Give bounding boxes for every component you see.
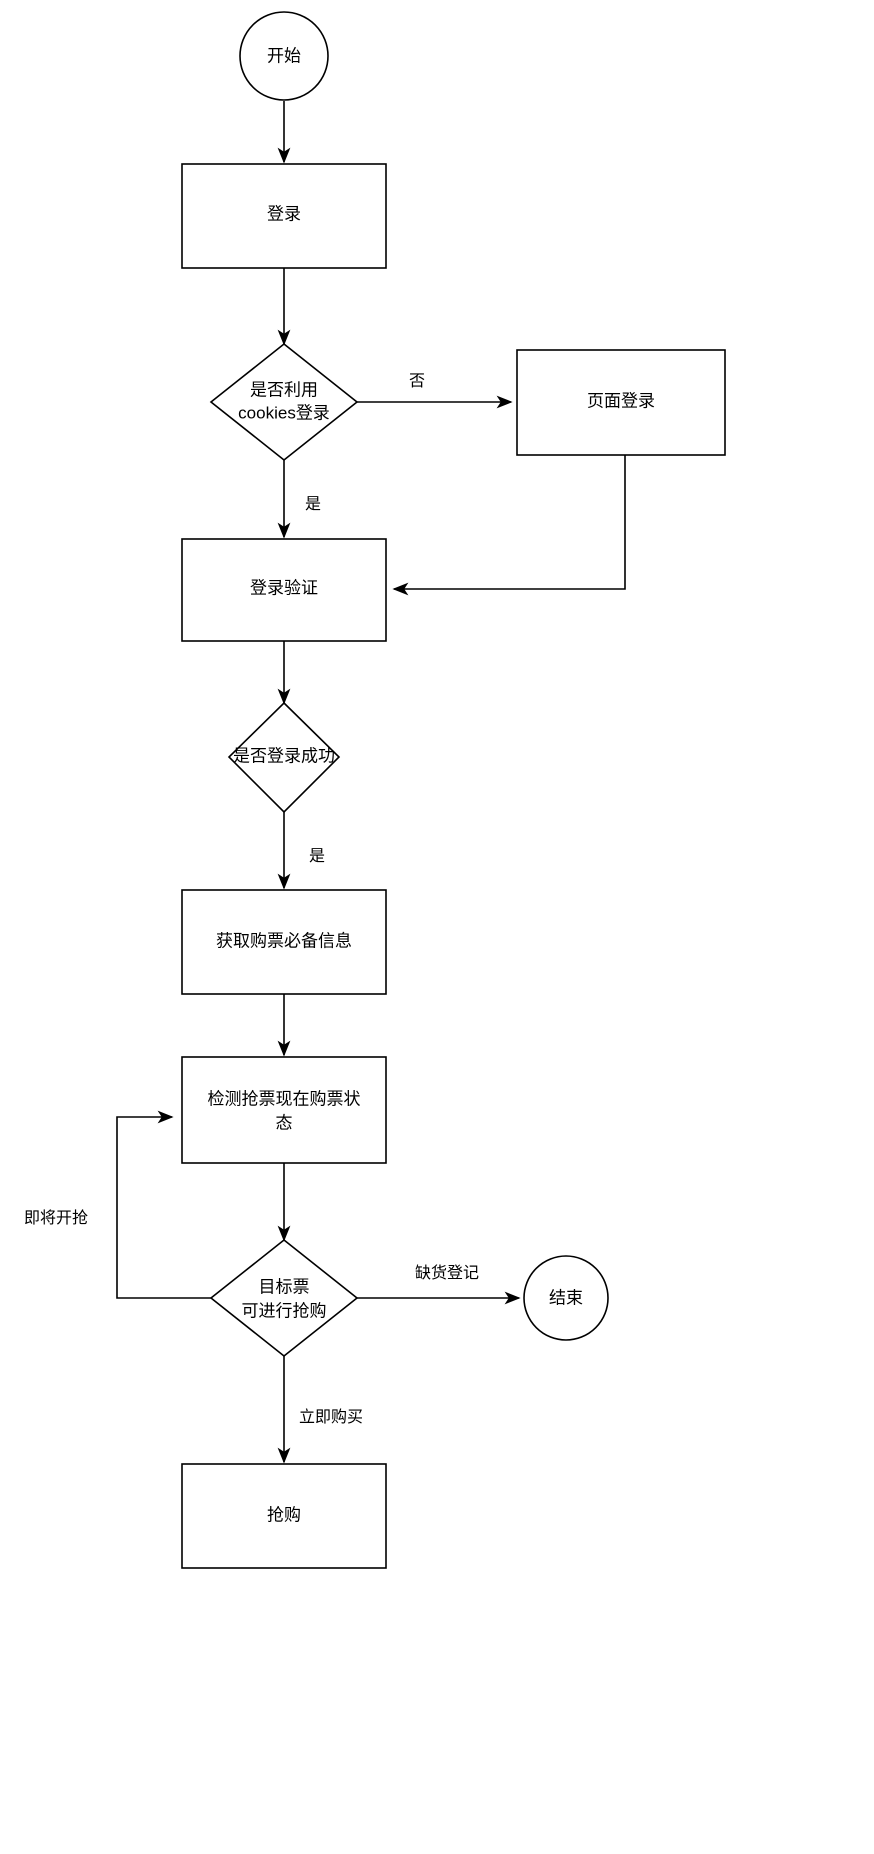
edge-label-buy-now: 立即购买	[299, 1408, 363, 1426]
node-login-ok-shape[interactable]	[227, 701, 341, 814]
node-page-login-shape[interactable]	[516, 349, 726, 456]
node-login-ok-label: 是否登录成功	[233, 746, 335, 765]
node-can-buy-label-line2: 可进行抢购	[242, 1301, 327, 1320]
node-can-buy-label-line1: 目标票	[259, 1277, 310, 1296]
edge-label-login-ok-yes: 是	[309, 848, 325, 865]
node-login-verify-label: 登录验证	[250, 578, 318, 597]
edge-label-out-of-stock: 缺货登记	[415, 1264, 479, 1282]
edge-label-cookies-no: 否	[409, 373, 425, 390]
node-start-shape[interactable]	[239, 11, 329, 101]
node-check-state-shape[interactable]	[181, 1056, 387, 1164]
node-get-info-label: 获取购票必备信息	[216, 931, 352, 950]
node-start-label: 开始	[267, 46, 301, 65]
node-end-label: 结束	[549, 1288, 583, 1307]
node-grab-shape[interactable]	[181, 1463, 387, 1569]
edge-label-cookies-yes: 是	[305, 496, 321, 513]
edge-label-loop-back: 即将开抢	[24, 1209, 88, 1227]
node-login-verify-shape[interactable]	[181, 538, 387, 642]
edge-can-buy-to-check-state-loop	[116, 1110, 211, 1299]
node-login-label: 登录	[267, 204, 301, 223]
node-can-buy-shape[interactable]	[209, 1238, 359, 1358]
node-use-cookies-shape[interactable]	[209, 342, 359, 462]
node-page-login-label: 页面登录	[587, 391, 655, 410]
node-grab-label: 抢购	[267, 1505, 301, 1524]
node-use-cookies-label-line2: cookies登录	[238, 403, 330, 422]
node-end-shape[interactable]	[523, 1255, 609, 1341]
edge-page-login-to-login-verify	[392, 455, 626, 596]
node-get-info-shape[interactable]	[181, 889, 387, 995]
node-check-state-label-line1: 检测抢票现在购票状	[208, 1089, 361, 1108]
node-login-shape[interactable]	[181, 163, 387, 269]
node-use-cookies-label-line1: 是否利用	[250, 380, 318, 399]
node-check-state-label-line2: 态	[276, 1113, 293, 1132]
